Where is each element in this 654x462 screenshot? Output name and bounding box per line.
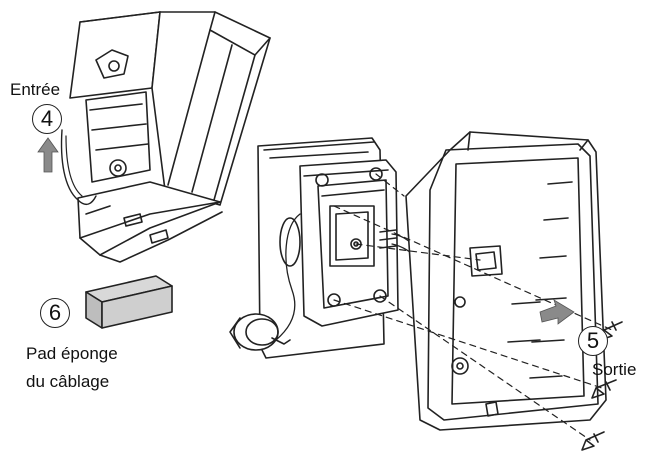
chassis bbox=[275, 159, 491, 341]
input-label: Entrée bbox=[10, 80, 61, 99]
pad-label-line1: Pad éponge bbox=[26, 344, 118, 363]
housing-back-box bbox=[60, 11, 271, 263]
arrow-right-icon bbox=[539, 299, 575, 325]
cable-sponge-pad bbox=[85, 275, 173, 329]
pad-label-line2: du câblage bbox=[26, 372, 110, 391]
callout-step-6: 6 bbox=[40, 298, 70, 328]
callout-step-5: 5 bbox=[578, 326, 608, 356]
output-label: Sortie bbox=[592, 360, 637, 379]
callout-step-4: 4 bbox=[32, 104, 62, 134]
arrow-up-icon bbox=[37, 137, 59, 173]
front-cover bbox=[405, 131, 607, 431]
grommet-nut bbox=[229, 313, 291, 351]
